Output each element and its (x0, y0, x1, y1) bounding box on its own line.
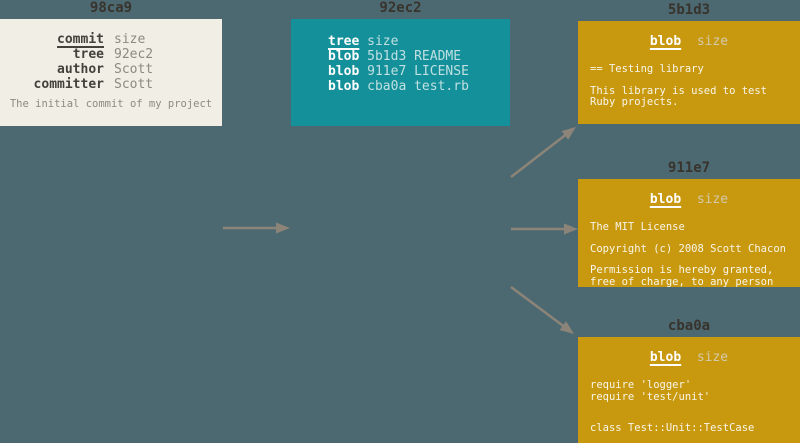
blob-object-node-5b1d3: 5b1d3 blob size == Testing library This … (578, 2, 800, 124)
blob-content-line: Copyright (c) 2008 Scott Chacon (590, 242, 786, 255)
tree-entry-readme: blob 5b1d3 README (328, 49, 462, 64)
blob-cba0a-content: require 'logger' require 'test/unit' cla… (578, 379, 800, 435)
blob-911e7-header: blob size (649, 192, 729, 207)
commit-field-value-committer: Scott (114, 77, 154, 92)
blob-object-node-911e7: 911e7 blob size The MIT License Copyrigh… (578, 160, 800, 287)
commit-size-value: size (114, 32, 146, 47)
commit-field-key-author: author (57, 62, 104, 77)
blob-content-line: == Testing library (590, 63, 704, 75)
blob-content-line: require 'logger' (590, 379, 692, 391)
blob-content-line: Ruby projects. (590, 96, 679, 108)
commit-message-caption: The initial commit of my project (9, 98, 213, 110)
tree-type-label: tree (328, 34, 360, 49)
tree-size-value: size (367, 34, 399, 49)
tree-object-node: 92ec2 tree size blob 5b1d3 README blob 9… (291, 0, 510, 126)
arrow-tree-to-blob-cba0a (510, 285, 575, 334)
blob-5b1d3-content: == Testing library This library is used … (578, 63, 800, 109)
blob-cba0a-header: blob size (649, 350, 729, 365)
arrow-tree-to-blob-5b1d3 (510, 126, 576, 178)
blob-content-line: free of charge, to any person (590, 275, 774, 288)
blob-content-line: require 'test/unit' (590, 390, 711, 403)
blob-911e7-box: blob size The MIT License Copyright (c) … (578, 179, 800, 287)
tree-entry-license: blob 911e7 LICENSE (328, 64, 469, 79)
commit-field-value-tree: 92ec2 (114, 47, 154, 62)
commit-field-value-author: Scott (114, 62, 154, 77)
blob-content-line: class Test::Unit::TestCase (590, 422, 755, 434)
commit-field-key-committer: committer (33, 77, 104, 92)
commit-box: commit size tree 92ec2 author Scott comm… (0, 19, 222, 126)
commit-hash-label: 98ca9 (89, 0, 133, 16)
blob-content-line: This library is used to test (590, 84, 768, 97)
tree-hash-label: 92ec2 (379, 0, 422, 16)
tree-box: tree size blob 5b1d3 README blob 911e7 L… (291, 19, 510, 126)
blob-cba0a-hash-label: cba0a (667, 318, 711, 334)
tree-entry-testrb: blob cba0a test.rb (328, 79, 469, 94)
blob-5b1d3-header: blob size (649, 34, 729, 49)
blob-911e7-hash-label: 911e7 (667, 160, 711, 176)
commit-fields: commit size tree 92ec2 author Scott comm… (0, 32, 222, 92)
blob-cba0a-box: blob size require 'logger' require 'test… (578, 337, 800, 443)
blob-content-line: The MIT License (590, 221, 685, 233)
commit-object-node: 98ca9 commit size tree 92ec2 author Scot… (0, 0, 222, 126)
blob-object-node-cba0a: cba0a blob size require 'logger' require… (578, 318, 800, 443)
commit-type-label: commit (57, 32, 104, 47)
blob-911e7-content: The MIT License Copyright (c) 2008 Scott… (578, 221, 800, 288)
commit-field-key-tree: tree (72, 47, 104, 62)
blob-content-line: Permission is hereby granted, (590, 264, 774, 276)
tree-header-row: tree size (328, 34, 510, 49)
blob-5b1d3-box: blob size == Testing library This librar… (578, 21, 800, 124)
blob-5b1d3-hash-label: 5b1d3 (667, 2, 711, 18)
